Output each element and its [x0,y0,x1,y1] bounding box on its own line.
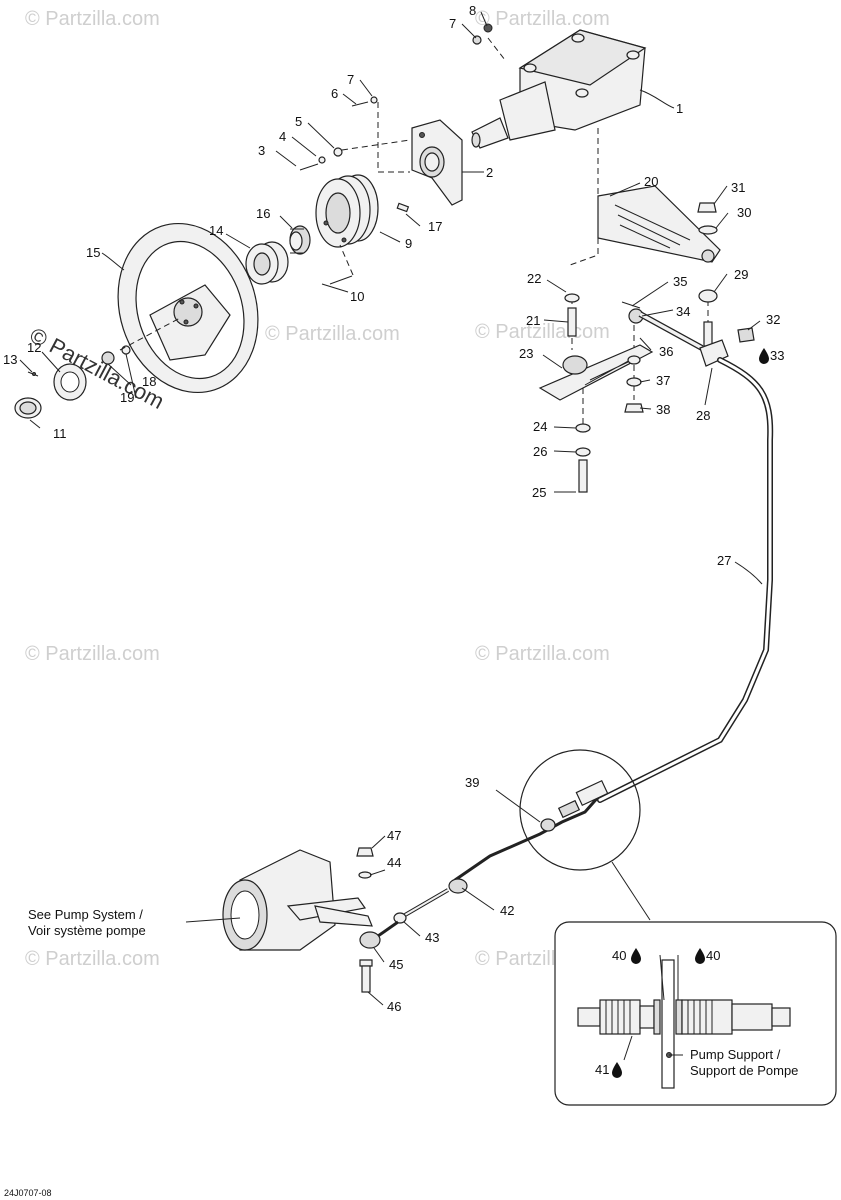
linkage-rod [621,301,755,367]
alignment-lines [119,37,709,430]
callout-label: 44 [387,855,401,870]
callout-label: 4 [279,129,286,144]
callout-label: 26 [533,444,547,459]
callout-label: 36 [659,344,673,359]
callout-label: 30 [737,205,751,220]
pump-arm-hardware [356,847,399,993]
callout-label: 10 [350,289,364,304]
callout-label: 12 [27,340,41,355]
callout-label: 39 [465,775,479,790]
watermark: © Partzilla.com [475,8,610,30]
callout-label: 32 [766,312,780,327]
callout-label: 41 [595,1062,609,1077]
callout-label: 29 [734,267,748,282]
callout-label: 23 [519,346,533,361]
callout-label: 18 [142,374,156,389]
upper-support [597,185,721,347]
callout-label: 34 [676,304,690,319]
pump-support-note: Pump Support / [690,1047,781,1062]
callout-label: 3 [258,143,265,158]
watermark: © Partzilla.com [25,8,160,30]
callout-label: 20 [644,174,658,189]
callout-label: 8 [469,3,476,18]
fasteners-upper [299,23,493,285]
callout-label: 37 [656,373,670,388]
callout-label: 17 [428,219,442,234]
callout-label: 35 [673,274,687,289]
drop-icon [759,348,769,364]
hub-assembly [315,174,379,248]
drop-icon [631,948,641,964]
watermark: © Partzilla.com [265,323,400,345]
callout-label: 24 [533,419,547,434]
callout-label: 38 [656,402,670,417]
centre-cap-parts [14,345,131,419]
callout-label: 25 [532,485,546,500]
callout-label: 40 [706,948,720,963]
detail-magnifier [519,749,651,921]
callout-label: 2 [486,165,493,180]
steering-ring [245,241,289,285]
callout-label: 22 [527,271,541,286]
steering-wheel [117,222,259,394]
watermark: © Partzilla.com [475,643,610,665]
callout-label: 14 [209,223,223,238]
pump-system-note: See Pump System / [28,907,143,922]
callout-label: 27 [717,553,731,568]
callout-label: 47 [387,828,401,843]
callout-label: 40 [612,948,626,963]
spline-adapter [289,225,311,255]
steering-cable [393,357,774,924]
callout-label: 45 [389,957,403,972]
drop-icon [612,1062,622,1078]
helm-bracket [411,119,463,206]
watermark: © Partzilla.com [25,948,160,970]
watermark: © Partzilla.com [475,321,610,343]
callout-label: 21 [526,313,540,328]
callout-label: 33 [770,348,784,363]
callout-label: 11 [53,426,67,441]
callout-label: 9 [405,236,412,251]
callout-label: 42 [500,903,514,918]
sealant-drops [612,348,769,1078]
drawing-code: 24J0707-08 [4,1188,52,1198]
leader-lines [19,11,763,1006]
callout-label: 5 [295,114,302,129]
callout-label: 16 [256,206,270,221]
pump-nozzle [222,849,373,951]
helm-housing [471,29,647,149]
pump-system-note: Voir système pompe [28,923,146,938]
callout-label: 19 [120,390,134,405]
watermark: © Partzilla.com [25,643,160,665]
pump-support-note: Support de Pompe [690,1063,798,1078]
callout-label: 13 [3,352,17,367]
detail-inset [554,921,837,1106]
callout-label: 1 [676,101,683,116]
drop-icon [695,948,705,964]
callout-label: 15 [86,245,100,260]
notes: See Pump System / Voir système pompe Pum… [4,907,798,1198]
callout-label: 46 [387,999,401,1014]
callout-label: 7 [347,72,354,87]
callout-label: 6 [331,86,338,101]
callout-label: 31 [731,180,745,195]
callout-label: 7 [449,16,456,31]
callout-label: 43 [425,930,439,945]
callout-labels: 1 2 3 4 5 6 7 7 8 9 10 11 12 13 14 15 16… [3,3,784,1077]
callout-label: 28 [696,408,710,423]
